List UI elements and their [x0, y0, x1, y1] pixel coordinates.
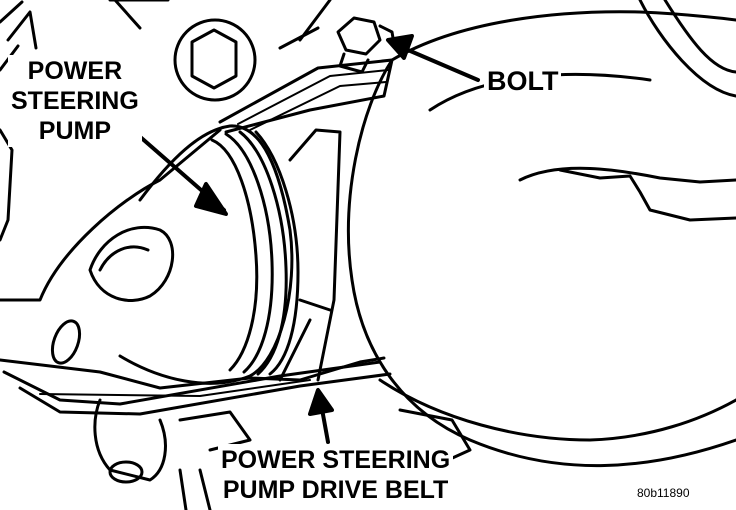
pump-boss-inner: [98, 245, 150, 272]
housing-inner-curve: [428, 72, 736, 222]
housing-ring: [638, 0, 736, 98]
belt-lower-groove: [39, 379, 311, 397]
bolt-label: BOLT: [484, 67, 562, 96]
belt-upper-grooves: [237, 69, 389, 131]
figure-code: 80b11890: [637, 486, 690, 500]
mount-hole: [50, 319, 82, 365]
engine-diagonal-lines: [108, 0, 332, 50]
lower-mount-hole: [108, 460, 144, 484]
pump-pulley: [118, 124, 300, 385]
pump-label-line-1: POWER: [27, 57, 123, 85]
pump-lower-body: [93, 398, 167, 482]
lower-hardware: [178, 408, 472, 510]
pump-label-line-3: PUMP: [38, 117, 112, 145]
left-edge-part: [0, 128, 14, 242]
leader-arrow-pump: [128, 126, 228, 216]
pump-mount-plate: [0, 128, 386, 390]
power-steering-pump-label: POWER STEERING PUMP: [8, 55, 142, 147]
engine-housing: [346, 10, 736, 468]
pump-shaft-boss: [88, 225, 175, 302]
belt-upper: [218, 58, 394, 134]
belt-lower: [2, 360, 392, 416]
leader-arrow-belt: [308, 388, 334, 444]
drive-belt-label: POWER STEERING PUMP DRIVE BELT: [218, 444, 454, 506]
housing-lower-edge: [378, 378, 736, 442]
bracket-center: [278, 128, 342, 382]
belt-label-line-1: POWER STEERING: [221, 446, 451, 474]
hex-bolt-head: [173, 18, 257, 102]
leader-arrow-bolt: [386, 34, 480, 82]
belt-label-line-2: PUMP DRIVE BELT: [222, 476, 449, 504]
pump-label-line-2: STEERING: [11, 87, 139, 115]
